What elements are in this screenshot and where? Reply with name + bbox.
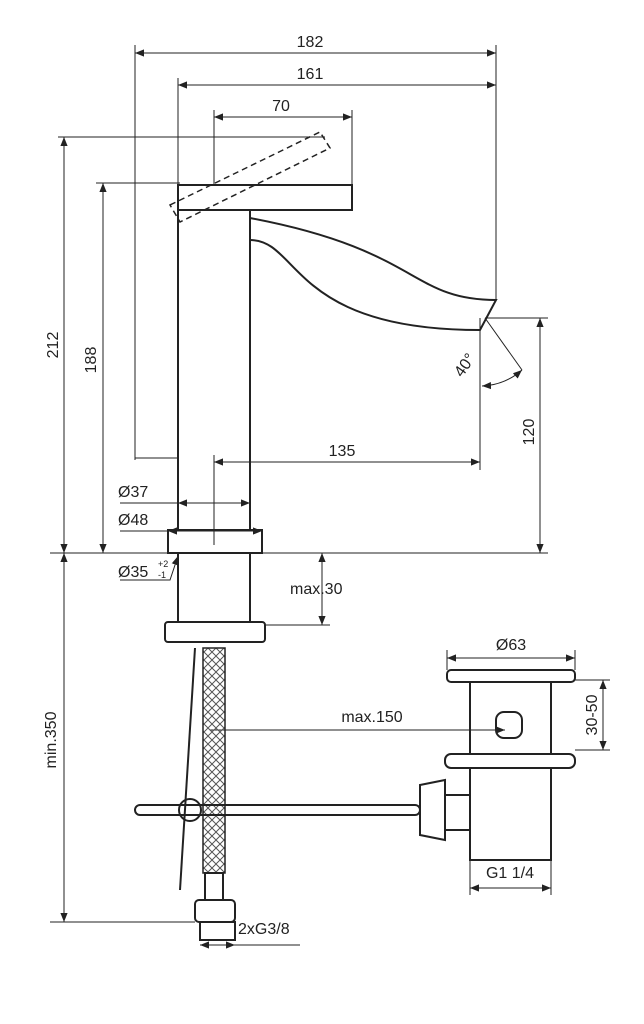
- dim-min-hose-length: min.350: [43, 711, 60, 768]
- dim-spout-height: 120: [521, 419, 538, 446]
- extension-lines: [50, 45, 610, 923]
- dim-total-height: 212: [45, 332, 62, 359]
- dim-base-diameter: Ø48: [118, 512, 148, 529]
- dim-waste-height-range: 30-50: [584, 694, 601, 735]
- dim-hole-tol-plus: +2: [158, 559, 168, 569]
- dim-rod-max-length: max.150: [341, 709, 402, 726]
- dim-body-height: 188: [83, 347, 100, 374]
- dim-waste-diameter: Ø63: [496, 637, 526, 654]
- dim-spout-reach: 161: [297, 66, 324, 83]
- shank: [177, 552, 251, 623]
- fixing-nut: [164, 621, 266, 643]
- dim-lever-angle: 40°: [451, 351, 479, 381]
- dim-spout-projection: 135: [329, 443, 356, 460]
- supply-hose: [179, 647, 236, 941]
- dim-hole-diameter: Ø35: [118, 564, 148, 581]
- dim-hose-thread: 2xG3/8: [238, 921, 290, 938]
- dimension-lines: [60, 49, 607, 949]
- dimension-labels: 182 161 70 212 188 120 135 40° Ø37 Ø48 Ø…: [43, 34, 601, 938]
- faucet-body: [134, 137, 498, 643]
- lever-handle: [177, 184, 353, 211]
- dim-total-width: 182: [297, 34, 324, 51]
- dim-waste-thread: G1 1/4: [486, 865, 534, 882]
- dim-lever-length: 70: [272, 98, 290, 115]
- lever-raised-position: [168, 131, 332, 223]
- dim-hole-tol-minus: -1: [158, 570, 166, 580]
- pop-up-waste: [134, 669, 576, 861]
- dim-max-deck-thickness: max.30: [290, 581, 343, 598]
- base-plate: [167, 529, 263, 554]
- dim-body-diameter: Ø37: [118, 484, 148, 501]
